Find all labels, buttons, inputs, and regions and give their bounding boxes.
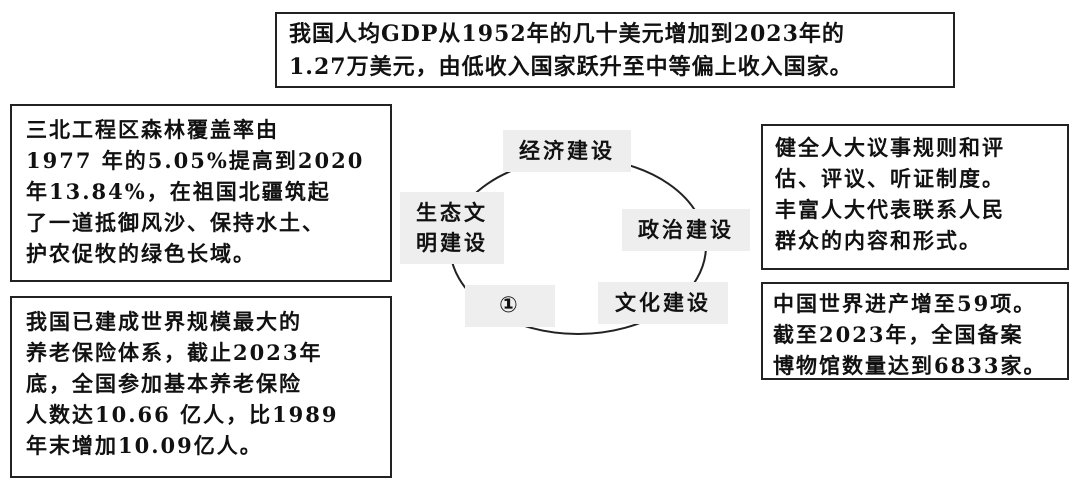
cycle-label-ecological: 生态文 明建设 — [400, 192, 504, 264]
cycle-label-economic: 经济建设 — [503, 130, 631, 172]
forest-note-line: 1977 年的5.05%提高到2020 — [26, 148, 365, 173]
gdp-note-box: 我国人均GDP从1952年的几十美元增加到2023年的 1.27万美元，由低收入… — [275, 12, 955, 88]
cycle-label-ecological-line: 明建设 — [416, 230, 488, 255]
cycle-label-political: 政治建设 — [622, 209, 750, 251]
cycle-label-cultural: 文化建设 — [598, 282, 728, 324]
pension-note-line: 底，全国参加基本养老保险 — [26, 371, 302, 396]
forest-note-line: 三北工程区森林覆盖率由 — [26, 117, 279, 142]
pension-note-box: 我国已建成世界规模最大的 养老保险体系，截止2023年 底，全国参加基本养老保险… — [10, 296, 392, 478]
forest-note-line: 年13.84%，在祖国北疆筑起 — [26, 179, 331, 204]
people-congress-note-line: 群众的内容和形式。 — [775, 228, 982, 253]
forest-note-box: 三北工程区森林覆盖率由 1977 年的5.05%提高到2020 年13.84%，… — [10, 104, 392, 282]
culture-note-box: 中国世界进产增至59项。 截至2023年，全国备案 博物馆数量达到6833家。 — [761, 282, 1069, 380]
forest-note-line: 护农促牧的绿色长域。 — [26, 241, 256, 266]
pension-note-line: 年末增加10.09亿人。 — [26, 433, 263, 458]
culture-note-line: 博物馆数量达到6833家。 — [773, 353, 1047, 378]
culture-note-line: 中国世界进产增至59项。 — [773, 291, 1037, 316]
pension-note-line: 我国已建成世界规模最大的 — [26, 309, 302, 334]
people-congress-note-line: 丰富人大代表联系人民 — [775, 197, 1005, 222]
people-congress-note-line: 健全人大议事规则和评 — [775, 135, 1005, 160]
pension-note-line: 养老保险体系，截止2023年 — [26, 340, 323, 365]
cycle-label-ecological-line: 生态文 — [416, 200, 488, 225]
culture-note-line: 截至2023年，全国备案 — [773, 322, 1024, 347]
gdp-note-line: 我国人均GDP从1952年的几十美元增加到2023年的 — [289, 21, 845, 47]
people-congress-note-box: 健全人大议事规则和评 估、评议、听证制度。 丰富人大代表联系人民 群众的内容和形… — [761, 124, 1069, 270]
cycle-label-blank-1: ① — [465, 285, 555, 327]
people-congress-note-line: 估、评议、听证制度。 — [775, 166, 1005, 191]
gdp-note-line: 1.27万美元，由低收入国家跃升至中等偏上收入国家。 — [289, 54, 853, 80]
forest-note-line: 了一道抵御风沙、保持水土、 — [26, 210, 325, 235]
pension-note-line: 人数达10.66 亿人，比1989 — [26, 402, 339, 427]
